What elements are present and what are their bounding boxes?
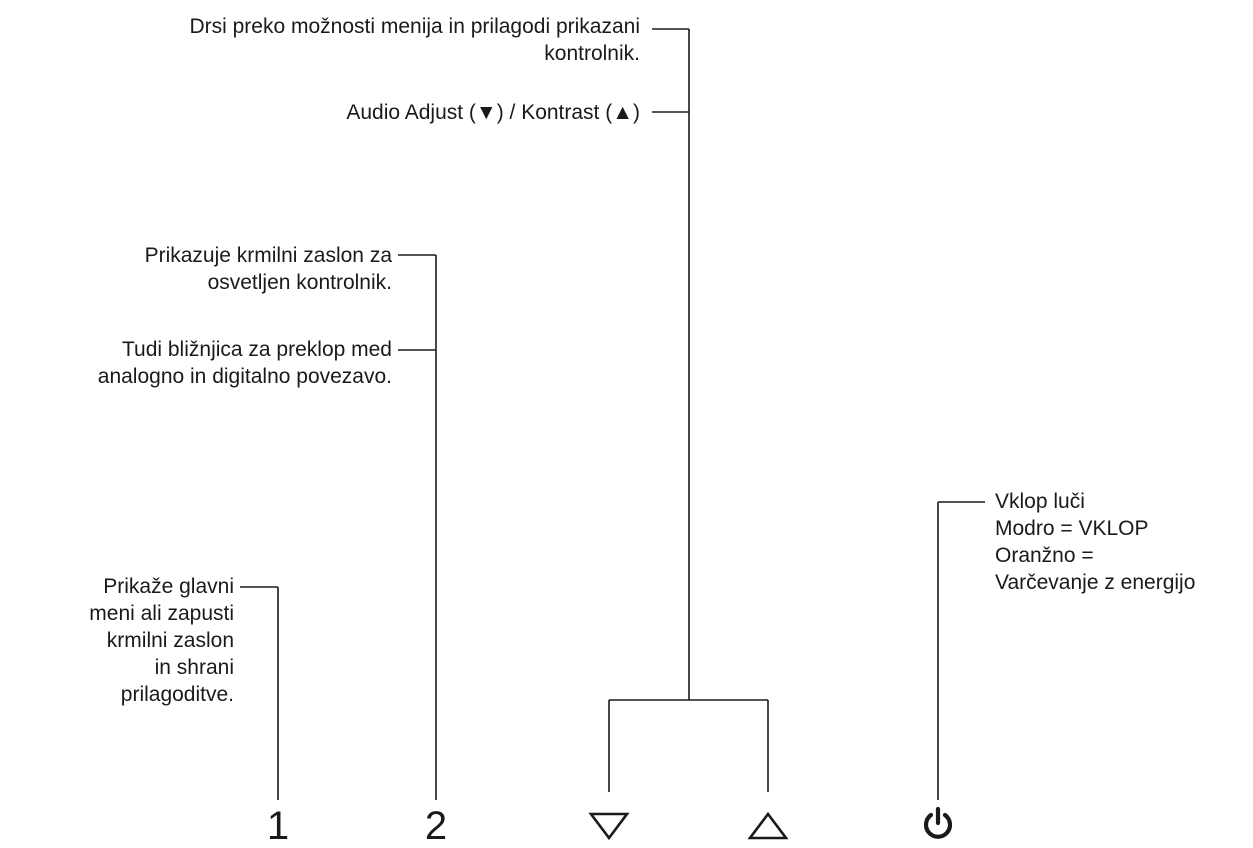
down-triangle-icon[interactable] [588, 811, 630, 841]
power-icon[interactable] [921, 806, 955, 842]
label-main-menu: Prikaže glavni meni ali zapusti krmilni … [89, 575, 234, 706]
up-triangle-icon[interactable] [747, 811, 789, 841]
label-shortcut: Tudi bližnjica za preklop med analogno i… [97, 338, 392, 388]
label-navigate: Drsi preko možnosti menija in prilagodi … [189, 15, 640, 65]
label-audio-contrast: Audio Adjust (▼) / Kontrast (▲) [346, 101, 640, 124]
button-1[interactable]: 1 [266, 804, 290, 848]
label-power-light: Vklop luči Modro = VKLOP Oranžno = Varče… [995, 490, 1196, 594]
button-2[interactable]: 2 [424, 804, 448, 848]
label-show-control: Prikazuje krmilni zaslon za osvetljen ko… [144, 244, 392, 294]
